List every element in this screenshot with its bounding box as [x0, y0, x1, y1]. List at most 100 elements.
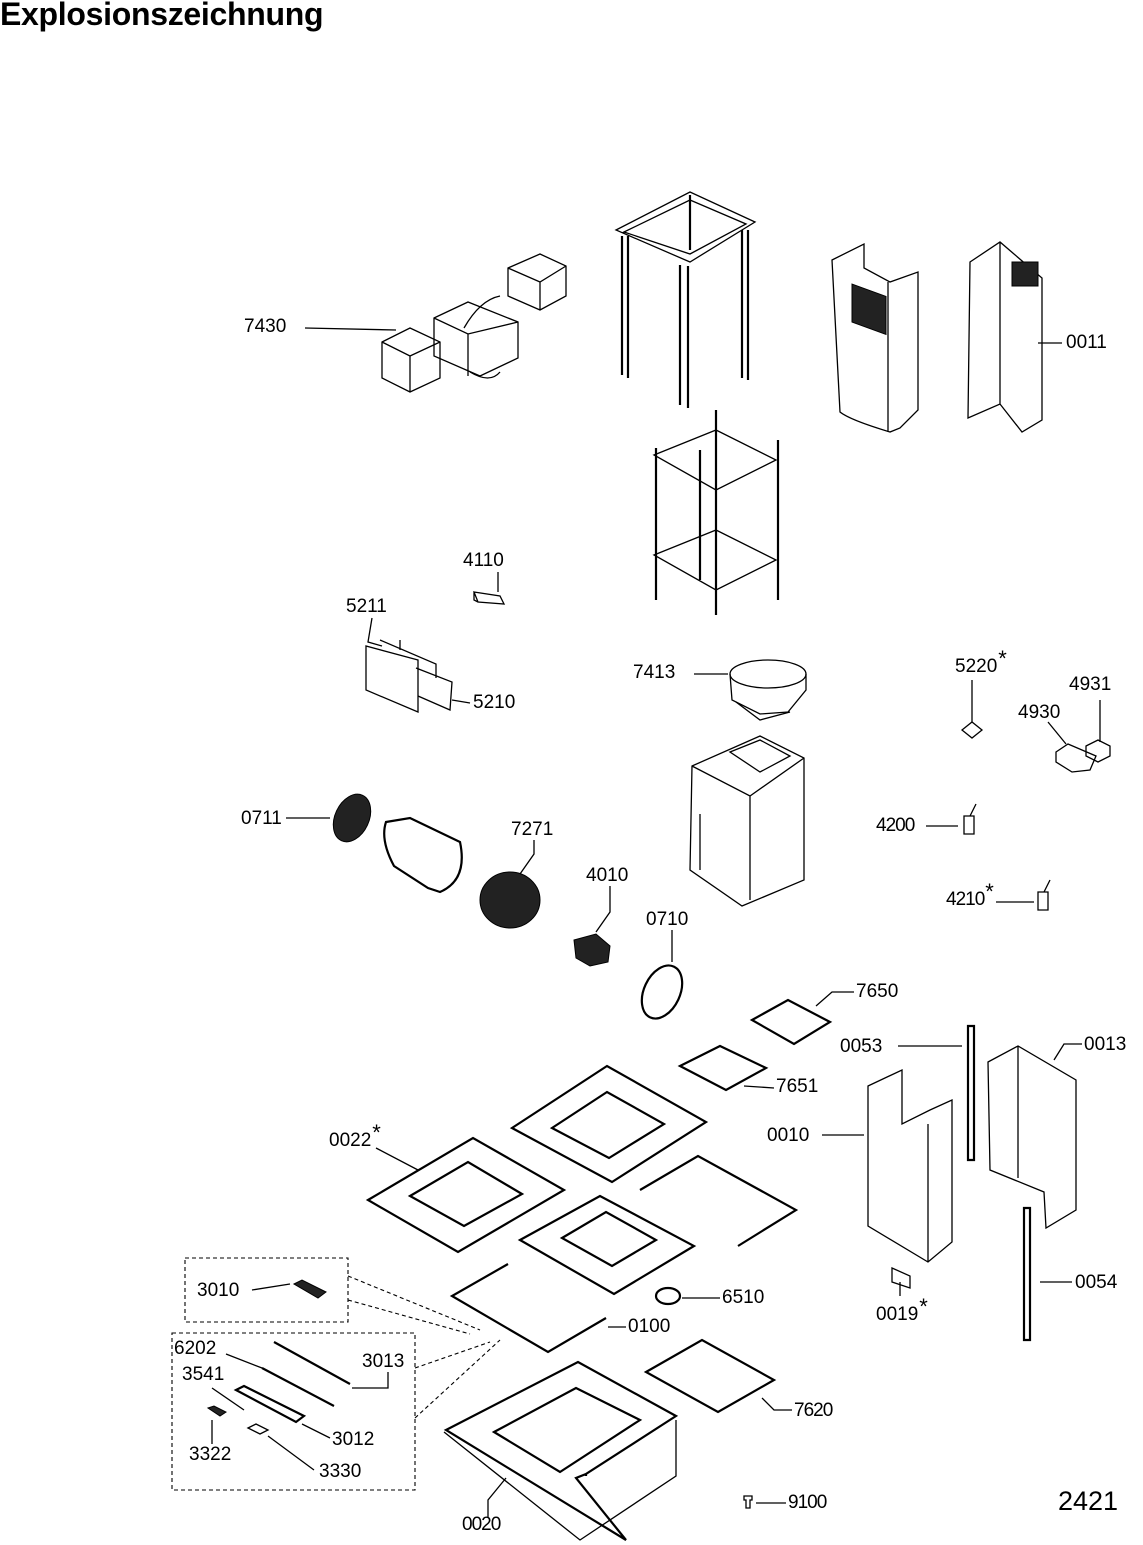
label-3330[interactable]: 3330: [319, 1462, 361, 1482]
part-4930-drawing: [1055, 743, 1097, 773]
part-number: 7271: [511, 819, 554, 840]
part-4210-drawing: [1037, 879, 1051, 911]
top-plate-drawing: [509, 1064, 709, 1184]
label-0054[interactable]: 0054: [1075, 1273, 1117, 1293]
part-7620-drawing: [643, 1338, 777, 1414]
part-number: 6202: [174, 1338, 217, 1359]
label-3010[interactable]: 3010: [197, 1281, 239, 1301]
label-0022[interactable]: 0022*: [329, 1122, 381, 1151]
label-3541[interactable]: 3541: [182, 1365, 224, 1385]
detail-box-3010: [184, 1257, 349, 1323]
leader-lines: [211, 327, 1101, 1518]
part-7413-drawing: [729, 659, 807, 721]
part-5220-drawing: [960, 721, 984, 739]
part-number: 4931: [1069, 674, 1112, 695]
part-number: 3541: [182, 1364, 225, 1385]
asterisk-marker: *: [919, 1294, 928, 1319]
label-7650[interactable]: 7650: [856, 982, 898, 1002]
part-7651-drawing: [677, 1044, 769, 1092]
label-4110[interactable]: 4110: [463, 551, 504, 571]
label-0053[interactable]: 0053: [840, 1037, 882, 1057]
label-9100[interactable]: 9100: [788, 1492, 827, 1513]
part-7650-drawing: [749, 998, 833, 1046]
part-number: 9100: [788, 1492, 827, 1513]
part-3010-drawing: [292, 1279, 327, 1299]
part-number: 5210: [473, 692, 516, 713]
side-rail-drawing: [639, 1154, 799, 1247]
part-4931-drawing: [1085, 739, 1111, 763]
part-number: 0711: [241, 808, 282, 829]
label-6202[interactable]: 6202: [174, 1339, 216, 1359]
label-0100[interactable]: 0100: [628, 1317, 670, 1337]
part-number: 3010: [197, 1280, 240, 1301]
asterisk-marker: *: [998, 646, 1007, 671]
base-tray-drawing: [517, 1194, 697, 1296]
part-0010-drawing: [867, 1068, 953, 1263]
label-0019[interactable]: 0019*: [876, 1296, 928, 1325]
part-0054-drawing: [1022, 1206, 1032, 1342]
scroll-housing-drawing: [383, 816, 463, 894]
part-9100-drawing: [743, 1495, 753, 1509]
part-3012-drawing: [233, 1384, 307, 1424]
part-7430-drawing: [381, 253, 567, 393]
part-3322-drawing: [206, 1405, 227, 1417]
label-7620[interactable]: 7620: [794, 1400, 833, 1421]
part-number: 0013: [1084, 1034, 1127, 1055]
part-number: 3012: [332, 1429, 375, 1450]
diagram-number: 2421: [1058, 1486, 1119, 1516]
label-0711[interactable]: 0711: [241, 809, 282, 829]
motor-housing-drawing: [689, 735, 805, 907]
lower-frame-drawing: [652, 410, 780, 615]
part-number: 0010: [767, 1125, 810, 1146]
label-4010[interactable]: 4010: [586, 866, 628, 886]
part-number: 3330: [319, 1461, 362, 1482]
part-number: 5211: [346, 596, 387, 617]
label-0013[interactable]: 0013: [1084, 1035, 1126, 1055]
part-4200-drawing: [963, 803, 977, 835]
label-0710[interactable]: 0710: [646, 910, 688, 930]
asterisk-marker: *: [985, 879, 994, 904]
part-number: 6510: [722, 1287, 765, 1308]
part-4010-drawing: [573, 933, 611, 967]
label-0020[interactable]: 0020: [462, 1514, 501, 1535]
part-number: 7620: [794, 1400, 833, 1421]
part-number: 0011: [1066, 332, 1107, 353]
part-0711-drawing: [332, 793, 372, 843]
label-4200[interactable]: 4200: [876, 815, 915, 836]
part-6510-drawing: [654, 1286, 682, 1306]
part-number: 7413: [633, 662, 676, 683]
part-3330-drawing: [246, 1423, 270, 1435]
label-3013[interactable]: 3013: [362, 1352, 404, 1372]
part-0013-drawing: [987, 1045, 1077, 1230]
page-title: Explosionszeichnung: [0, 0, 324, 32]
label-6510[interactable]: 6510: [722, 1288, 764, 1308]
part-6202-drawing: [261, 1367, 335, 1407]
label-7430[interactable]: 7430: [244, 317, 286, 337]
label-5220[interactable]: 5220*: [955, 648, 1007, 677]
label-4210[interactable]: 4210*: [946, 881, 994, 910]
label-5210[interactable]: 5210: [473, 693, 515, 713]
part-number: 3322: [189, 1444, 232, 1465]
label-7271[interactable]: 7271: [511, 820, 553, 840]
label-4931[interactable]: 4931: [1069, 675, 1111, 695]
part-0022-drawing: [365, 1136, 567, 1254]
part-7271-drawing: [479, 871, 541, 929]
label-5211[interactable]: 5211: [346, 597, 387, 617]
part-0710-drawing: [640, 964, 684, 1020]
label-0010[interactable]: 0010: [767, 1126, 809, 1146]
part-number: 0020: [462, 1514, 501, 1535]
part-0011-drawing: [831, 241, 1043, 433]
label-0011[interactable]: 0011: [1066, 333, 1107, 353]
canopy-edge-drawing: [443, 1420, 677, 1541]
part-number: 4200: [876, 815, 915, 836]
part-4110-drawing: [472, 591, 506, 605]
label-7651[interactable]: 7651: [776, 1077, 818, 1097]
part-number: 4110: [463, 550, 504, 571]
label-4930[interactable]: 4930: [1018, 703, 1060, 723]
part-number: 7430: [244, 316, 287, 337]
label-3322[interactable]: 3322: [189, 1445, 231, 1465]
label-7413[interactable]: 7413: [633, 663, 675, 683]
part-0100-drawing: [449, 1263, 607, 1354]
label-3012[interactable]: 3012: [332, 1430, 374, 1450]
